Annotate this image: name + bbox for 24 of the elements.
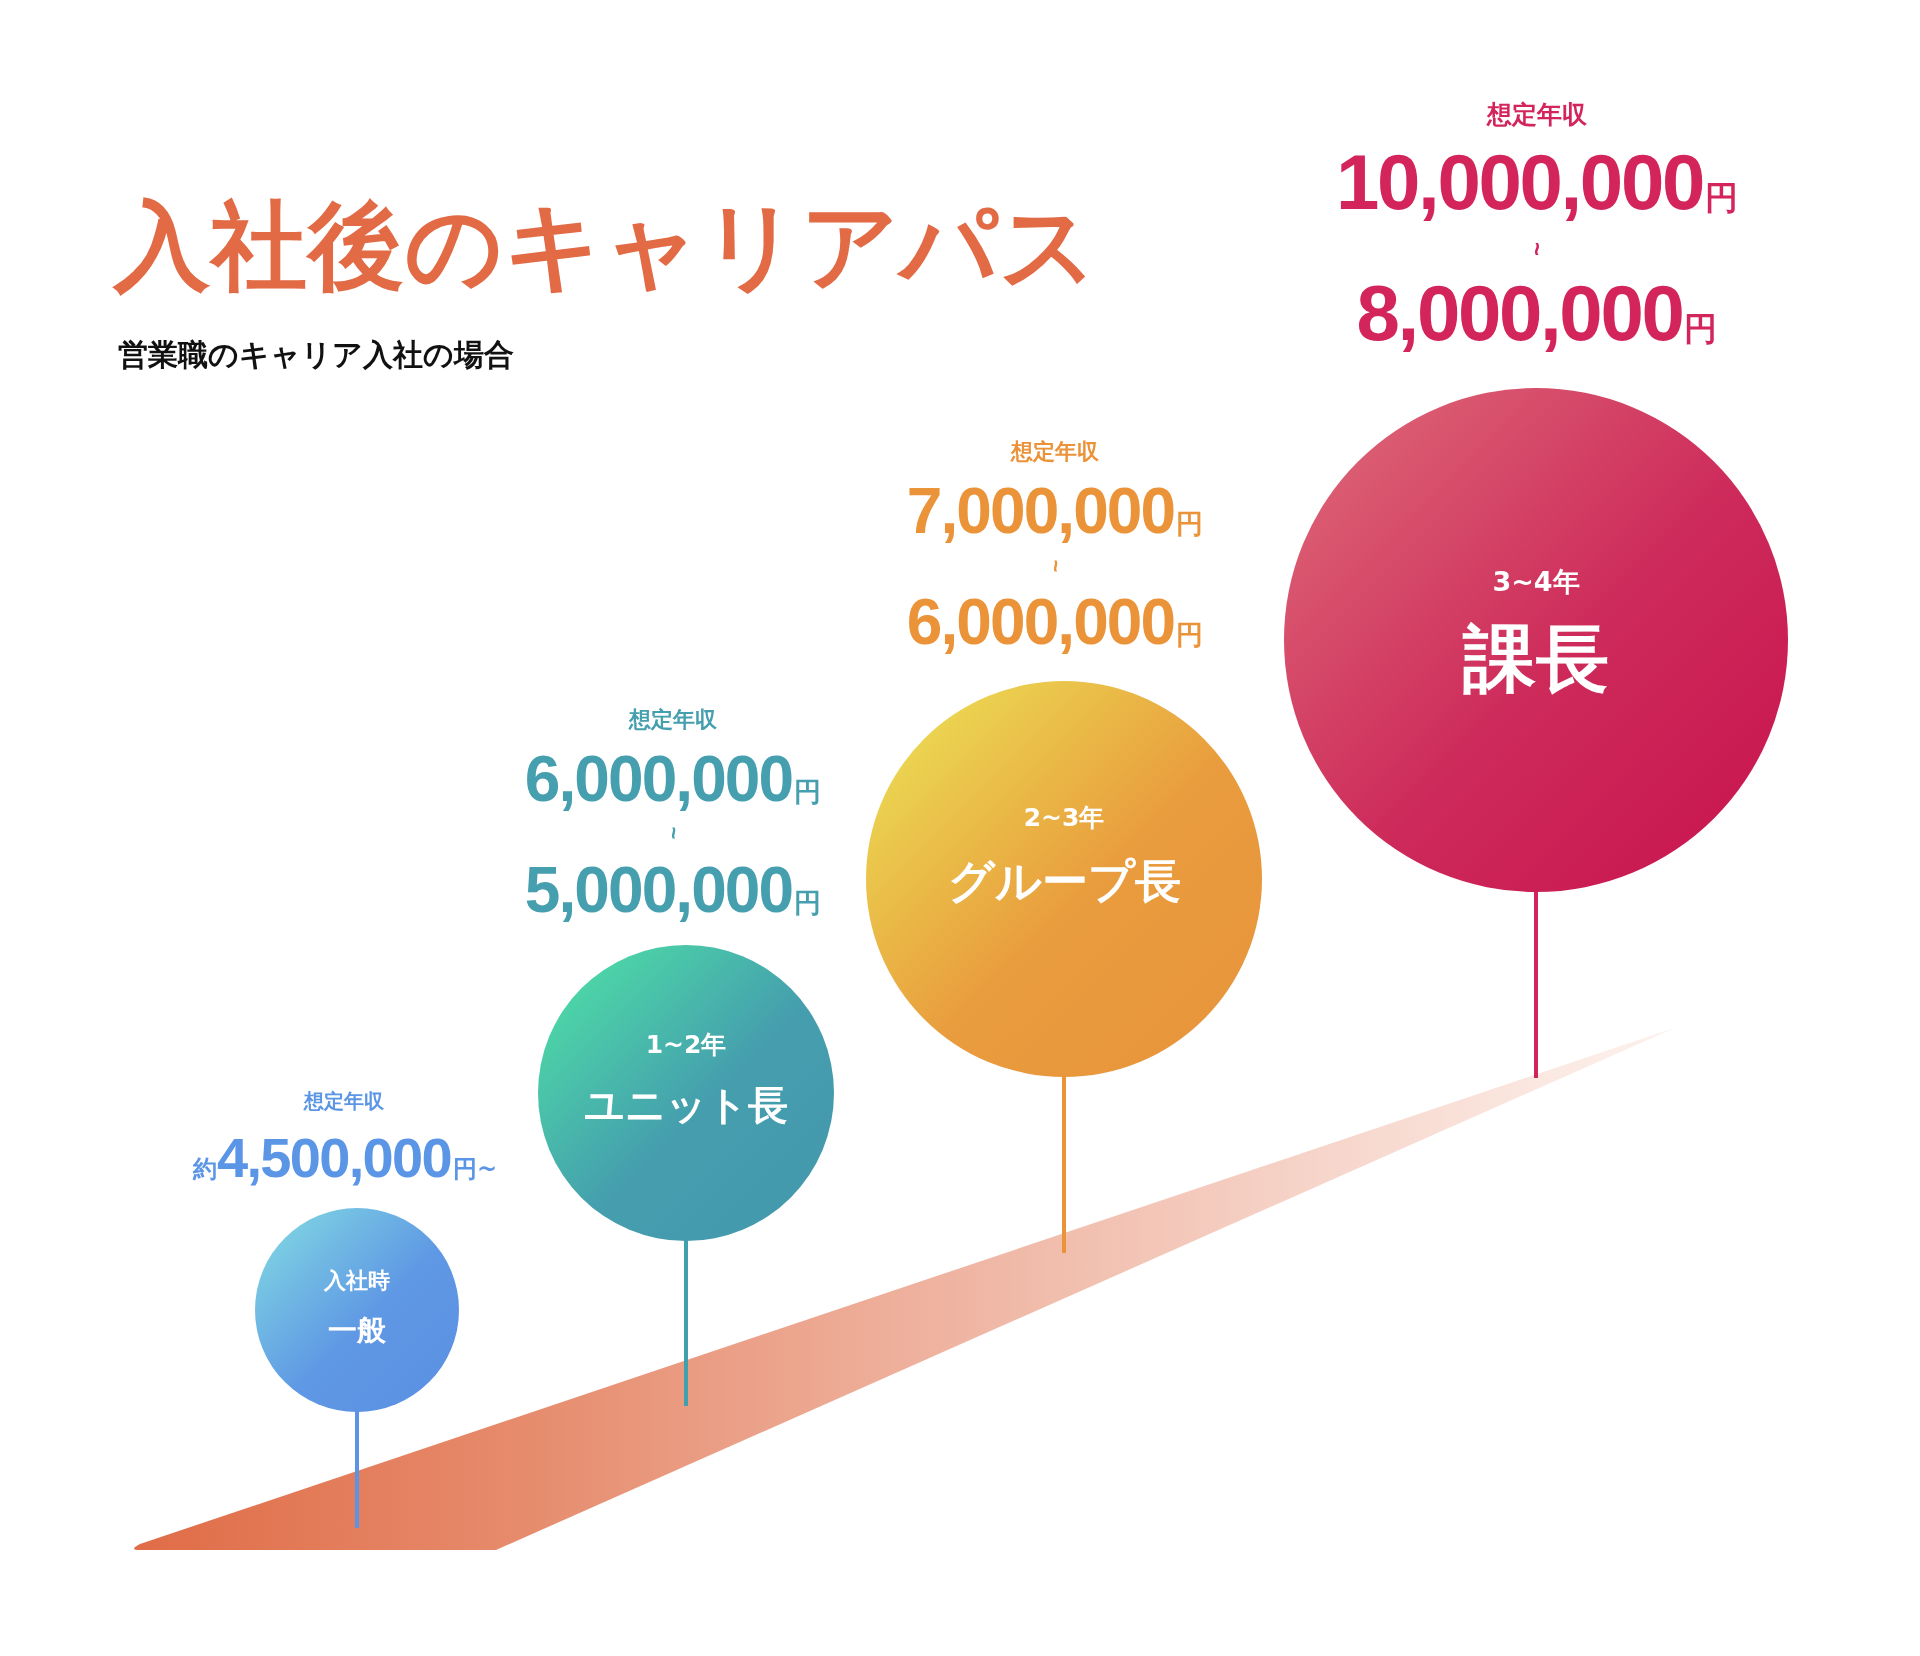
- years-label: 入社時: [324, 1268, 390, 1295]
- subtitle-note: 営業職のキャリア入社の場合: [118, 340, 514, 370]
- salary-amount: 8,000,000円: [1356, 274, 1718, 352]
- job-title: 一般: [328, 1312, 386, 1348]
- job-title: グループ長: [947, 853, 1181, 910]
- years-label: 3~4年: [1492, 565, 1580, 598]
- job-title: 課長: [1463, 614, 1609, 703]
- page-title: 入社後のキャリアパス: [114, 198, 1098, 294]
- range-separator: ~: [1525, 242, 1549, 256]
- salary-amount: 6,000,000円: [524, 747, 822, 811]
- salary-amount: 約4,500,000円~: [191, 1130, 498, 1186]
- range-separator: ~: [1044, 559, 1066, 573]
- salary-caption: 想定年収: [1487, 101, 1587, 127]
- years-label: 2~3年: [1023, 802, 1105, 833]
- salary-caption: 想定年収: [1011, 441, 1099, 463]
- job-title: ユニット長: [584, 1080, 788, 1129]
- salary-amount: 7,000,000円: [906, 479, 1204, 543]
- years-label: 1~2年: [645, 1029, 727, 1060]
- salary-caption: 想定年収: [629, 709, 717, 731]
- range-separator: ~: [662, 826, 684, 840]
- salary-amount: 5,000,000円: [524, 858, 822, 922]
- salary-caption: 想定年収: [304, 1091, 384, 1111]
- salary-amount: 6,000,000円: [906, 590, 1204, 654]
- salary-amount: 10,000,000円: [1336, 143, 1738, 221]
